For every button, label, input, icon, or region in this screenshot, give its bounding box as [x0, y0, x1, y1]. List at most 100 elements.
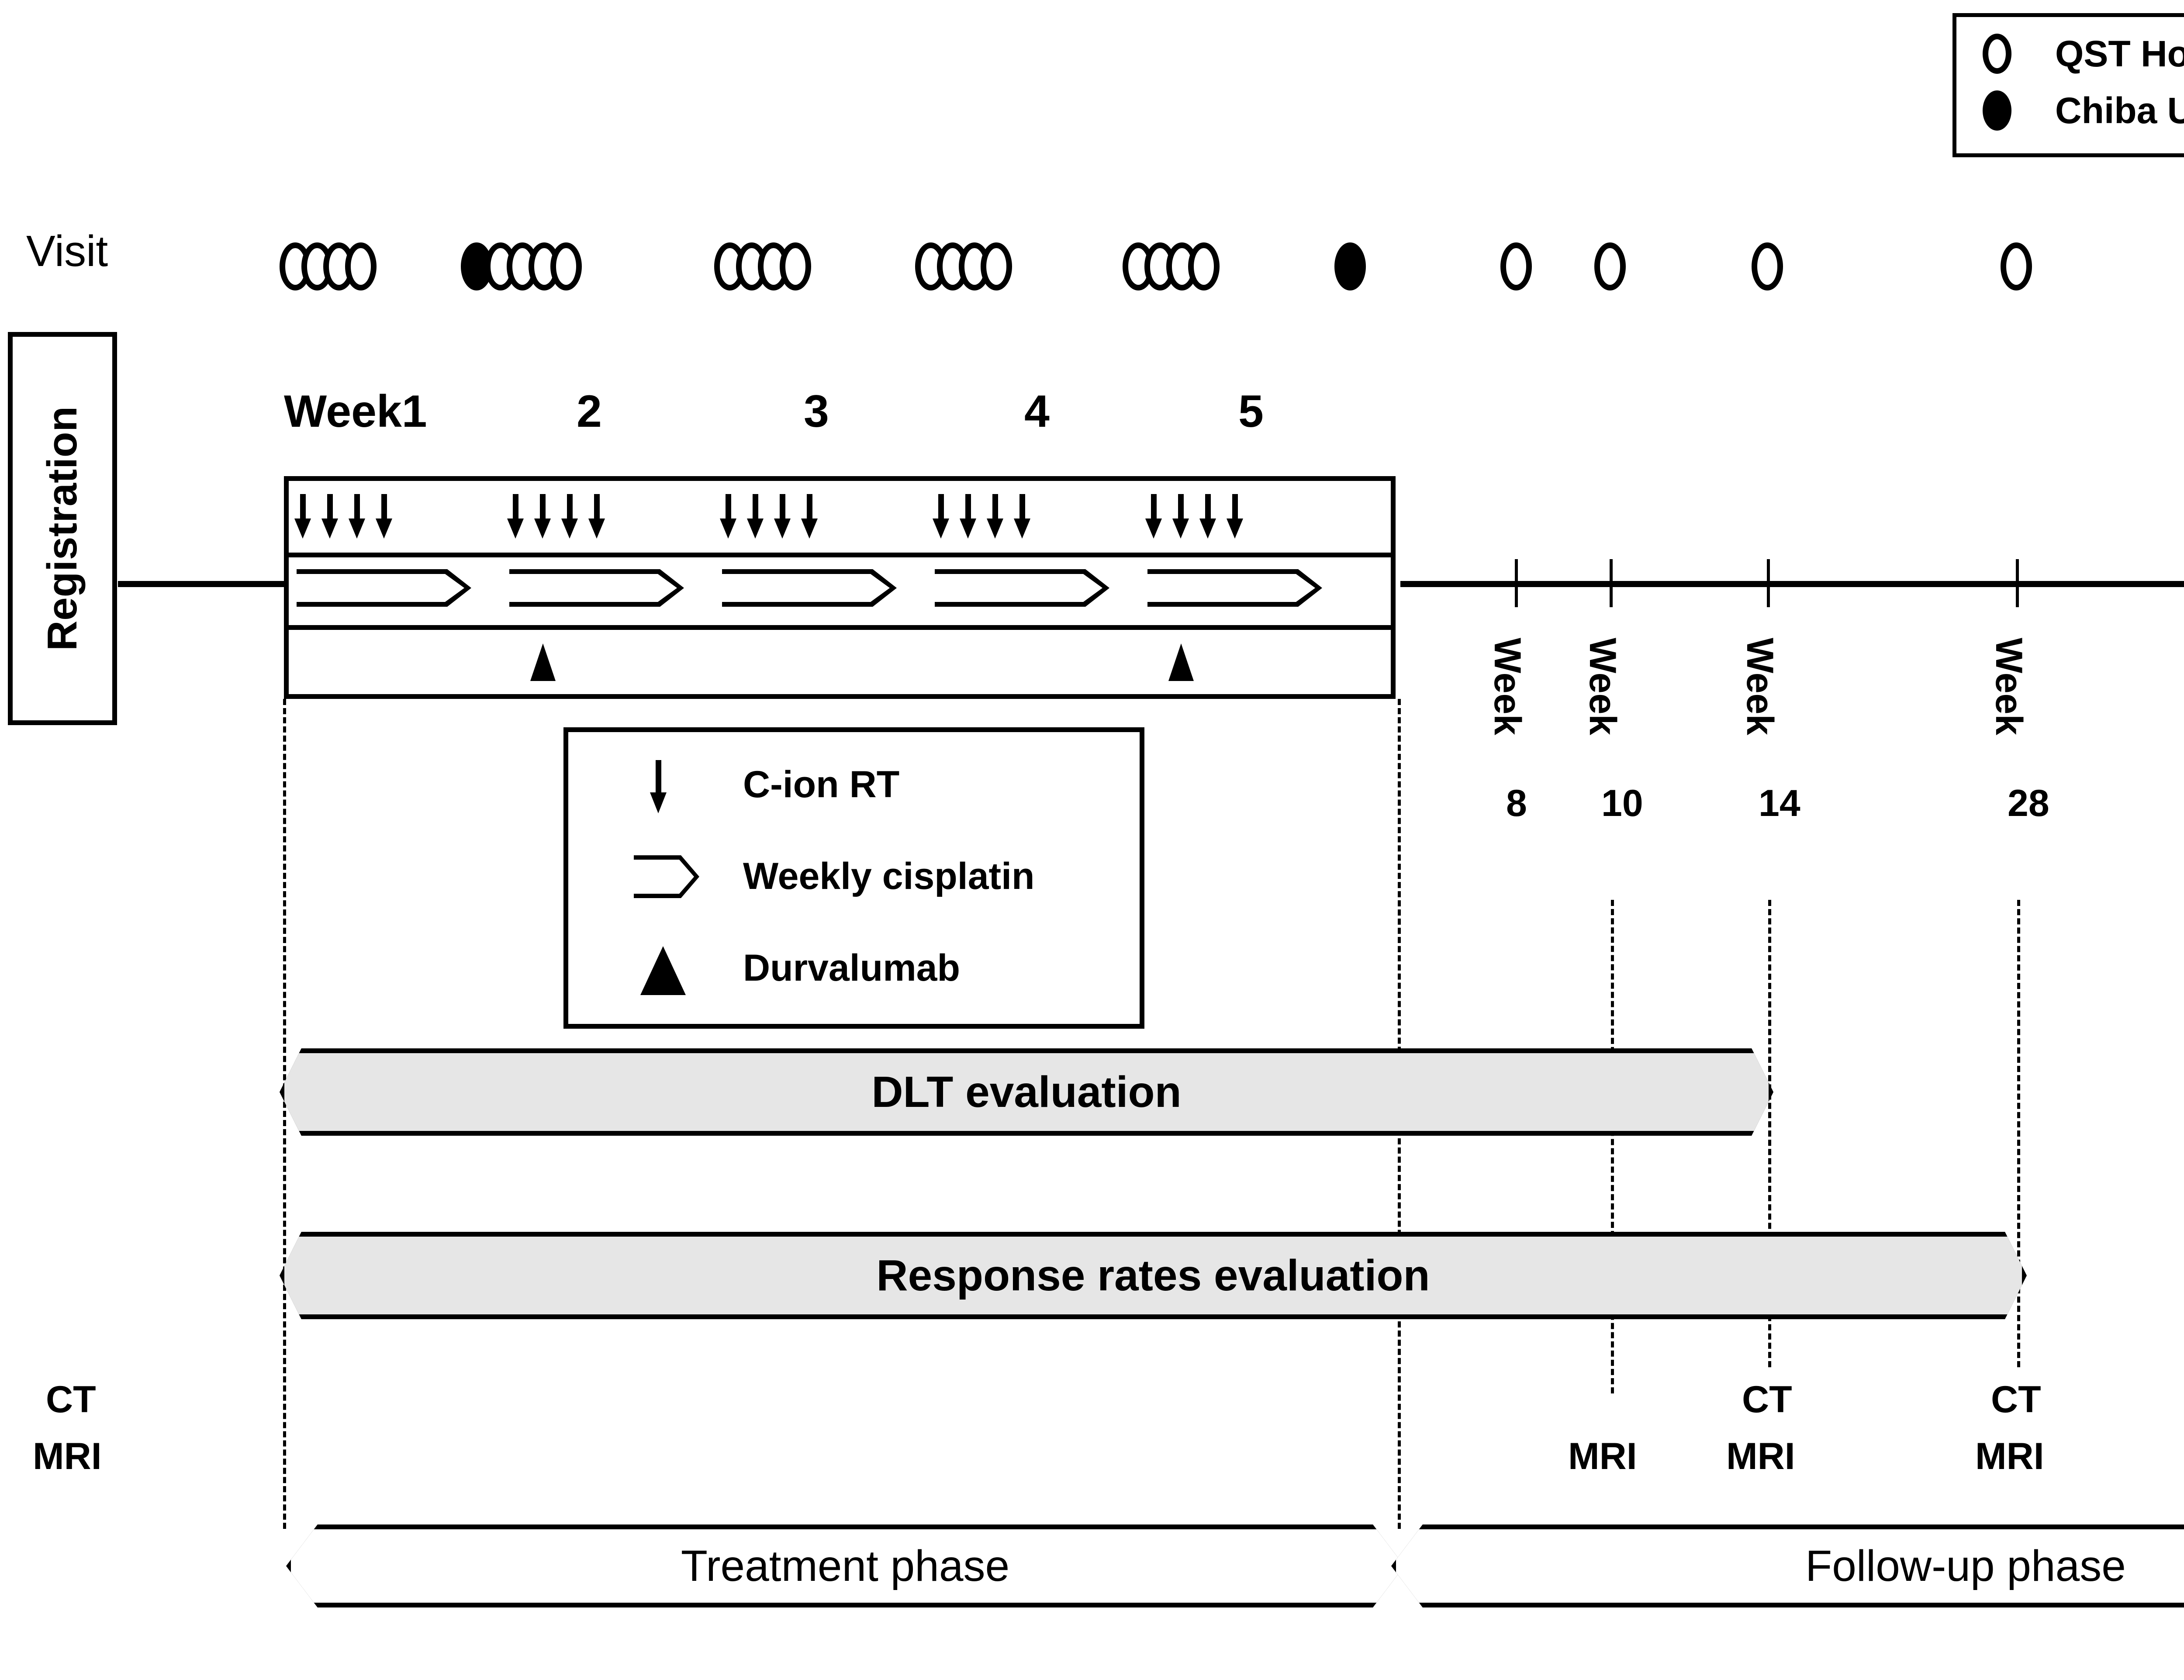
pentagon-arrow-icon — [634, 855, 699, 898]
week-label-4: 4 — [1024, 386, 1050, 437]
symbol-legend-label-cion: C-ion RT — [743, 764, 900, 805]
followup-timeline-line — [1400, 581, 2184, 587]
cion-rt-arrow-head-icon — [321, 519, 338, 539]
visit-circle-qst — [981, 242, 1012, 290]
cion-rt-arrow-head-icon — [507, 519, 524, 539]
cion-rt-arrow-head-icon — [1145, 519, 1162, 539]
imaging-mri-week10: MRI — [1568, 1435, 1637, 1477]
filled-circle-icon — [1983, 90, 2011, 131]
cion-rt-arrow-head-icon — [987, 519, 1003, 539]
symbol-legend-row-durvalumab: Durvalumab — [568, 924, 1140, 1012]
timeline-tick — [1767, 559, 1770, 607]
cion-rt-arrow-head-icon — [1227, 519, 1243, 539]
cion-rt-arrow-icon — [1019, 494, 1025, 520]
visit-circle-qst — [550, 242, 582, 290]
timeline-tick — [1610, 559, 1613, 607]
imaging-ct-baseline: CT — [46, 1379, 96, 1421]
cion-rt-arrow-head-icon — [534, 519, 551, 539]
symbol-legend-row-cion: C-ion RT — [568, 741, 1140, 828]
visit-circle-qst — [780, 242, 811, 290]
cion-rt-arrow-icon — [1151, 494, 1157, 520]
timeline-week-word: Week — [1582, 638, 1624, 736]
cion-rt-arrow-head-icon — [349, 519, 365, 539]
imaging-mri-week28: MRI — [1975, 1435, 2044, 1477]
cion-rt-arrow-icon — [807, 494, 812, 520]
visit-circle-qst — [345, 242, 377, 290]
cion-rt-arrow-icon — [327, 494, 333, 520]
cion-rt-arrow-head-icon — [801, 519, 818, 539]
cion-rt-arrow-icon — [540, 494, 546, 520]
timeline-week-word: Week — [1739, 638, 1781, 736]
visit-circle-qst — [1752, 242, 1783, 290]
visit-circle-qst — [1188, 242, 1220, 290]
cion-rt-arrow-icon — [300, 494, 306, 520]
cion-arrow-row — [289, 481, 1391, 553]
cion-rt-arrow-head-icon — [1172, 519, 1189, 539]
cion-rt-arrow-icon — [1205, 494, 1211, 520]
timeline-week-number: 8 — [1506, 782, 1527, 824]
guide-dash-week28 — [2017, 900, 2020, 1367]
week-label-1: Week1 — [284, 386, 427, 437]
cion-rt-arrow-icon — [780, 494, 785, 520]
treatment-phase-bar: Treatment phase — [286, 1524, 1404, 1607]
timeline-tick — [1515, 559, 1518, 607]
legend-label-qst: QST Hospital — [2055, 33, 2184, 74]
hospital-legend-box: QST Hospital Chiba University Hospital — [1952, 13, 2184, 157]
treatment-schedule-box — [284, 476, 1396, 699]
visit-circle-qst — [2001, 242, 2032, 290]
visit-circle-row — [0, 242, 2184, 290]
cion-rt-arrow-head-icon — [933, 519, 949, 539]
cion-rt-arrow-icon — [381, 494, 387, 520]
cion-rt-arrow-icon — [354, 494, 360, 520]
cion-rt-arrow-icon — [726, 494, 731, 520]
cion-rt-arrow-icon — [992, 494, 998, 520]
imaging-mri-baseline: MRI — [33, 1435, 102, 1477]
treatment-row-divider — [289, 553, 1391, 557]
dlt-evaluation-banner: DLT evaluation — [280, 1048, 1773, 1136]
weekly-cisplatin-icon — [935, 569, 1109, 607]
symbol-legend-row-cisplatin: Weekly cisplatin — [568, 833, 1140, 920]
cion-rt-arrow-icon — [938, 494, 944, 520]
registration-arrow-line — [118, 581, 293, 587]
response-rates-evaluation-label: Response rates evaluation — [876, 1251, 1430, 1300]
response-rates-evaluation-banner: Response rates evaluation — [280, 1232, 2027, 1319]
cion-rt-arrow-icon — [753, 494, 758, 520]
timeline-tick — [2016, 559, 2019, 607]
symbol-legend-box: C-ion RT Weekly cisplatin Durvalumab — [563, 727, 1144, 1029]
timeline-week-number: 14 — [1759, 782, 1800, 824]
dlt-evaluation-label: DLT evaluation — [871, 1068, 1182, 1117]
guide-dash-treatment-start — [283, 699, 286, 1529]
week-label-2: 2 — [577, 386, 602, 437]
registration-box: Registration — [8, 332, 117, 725]
legend-row-qst: QST Hospital — [1983, 34, 2184, 74]
cion-rt-arrow-head-icon — [1014, 519, 1030, 539]
cion-rt-arrow-head-icon — [960, 519, 976, 539]
open-circle-icon — [1983, 34, 2011, 74]
durvalumab-row — [289, 625, 1391, 694]
legend-label-chiba: Chiba University Hospital — [2055, 90, 2184, 131]
cion-rt-arrow-head-icon — [294, 519, 311, 539]
cion-rt-arrow-head-icon — [588, 519, 605, 539]
filled-triangle-icon — [640, 946, 686, 995]
weekly-cisplatin-icon — [722, 569, 897, 607]
cion-rt-arrow-head-icon — [376, 519, 392, 539]
visit-circle-qst — [1500, 242, 1532, 290]
timeline-week-word: Week — [1988, 638, 2030, 736]
cion-rt-arrow-icon — [594, 494, 600, 520]
symbol-legend-label-durvalumab: Durvalumab — [743, 947, 961, 989]
timeline-week-word: Week — [1486, 638, 1528, 736]
cion-rt-arrow-icon — [567, 494, 573, 520]
week-label-3: 3 — [804, 386, 829, 437]
weekly-cisplatin-icon — [297, 569, 471, 607]
cion-rt-arrow-icon — [1232, 494, 1238, 520]
imaging-mri-week14: MRI — [1726, 1435, 1795, 1477]
cion-rt-arrow-head-icon — [1199, 519, 1216, 539]
treatment-row-divider — [289, 625, 1391, 630]
cion-rt-arrow-icon — [965, 494, 971, 520]
registration-label: Registration — [39, 406, 86, 651]
visit-row-label: Visit — [26, 227, 108, 276]
durvalumab-triangle-icon — [530, 643, 556, 681]
legend-row-chiba: Chiba University Hospital — [1983, 90, 2184, 131]
cion-rt-arrow-head-icon — [561, 519, 578, 539]
